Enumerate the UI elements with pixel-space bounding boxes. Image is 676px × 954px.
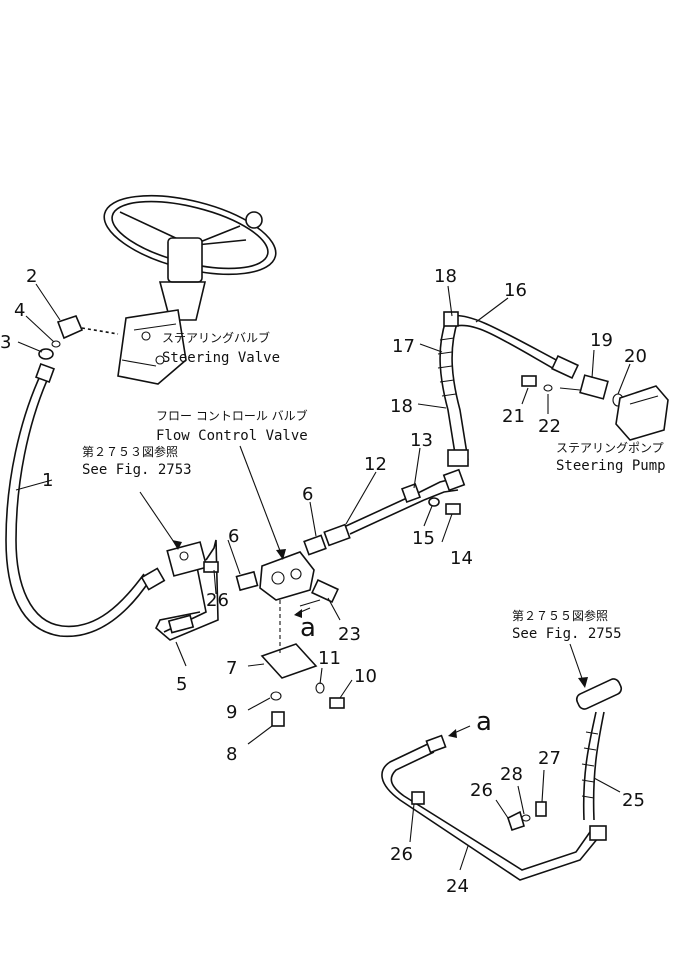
bolt-14-washer-15 <box>428 497 461 515</box>
callout-9: 9 <box>226 702 237 723</box>
callout-18-lower: 18 <box>390 396 413 417</box>
flow-control-valve <box>235 551 315 601</box>
callout-6-upper: 6 <box>302 484 313 505</box>
flow-control-label-en: Flow Control Valve <box>156 428 308 444</box>
callout-28: 28 <box>500 764 523 785</box>
callout-2: 2 <box>26 266 37 287</box>
see-2755-label-jp: 第２７５５図参照 <box>512 608 608 623</box>
hose-17 <box>437 319 469 492</box>
callout-26-upper: 26 <box>206 590 229 611</box>
callout-4: 4 <box>14 300 25 321</box>
hose-1 <box>5 363 166 638</box>
fittings-19-22 <box>521 374 624 407</box>
callout-26-lower-left: 26 <box>390 844 413 865</box>
callout-27: 27 <box>538 748 561 769</box>
connection-a-left: a <box>300 613 316 643</box>
callout-1: 1 <box>42 470 53 491</box>
callout-7: 7 <box>226 658 237 679</box>
steering-valve-label-jp: ステアリングバルブ <box>162 330 270 345</box>
junction-block <box>166 541 219 577</box>
tube-24 <box>381 734 607 881</box>
see-2753-label-jp: 第２７５３図参照 <box>82 444 178 459</box>
see-2753-label-en: See Fig. 2753 <box>82 462 192 478</box>
component-labels: ステアリングバルブ Steering Valve フロー コントロール バルブ … <box>82 330 666 642</box>
callout-22: 22 <box>538 416 561 437</box>
callout-10: 10 <box>354 666 377 687</box>
callout-6-lower: 6 <box>228 526 239 547</box>
callout-13: 13 <box>410 430 433 451</box>
callout-17: 17 <box>392 336 415 357</box>
callout-24: 24 <box>446 876 469 897</box>
callout-16: 16 <box>504 280 527 301</box>
steering-wheel <box>103 194 277 321</box>
callout-12: 12 <box>364 454 387 475</box>
steering-pump <box>615 385 669 441</box>
tube-5 <box>155 539 219 641</box>
callout-23: 23 <box>338 624 361 645</box>
steering-valve <box>117 309 187 385</box>
connection-a-right: a <box>476 707 492 737</box>
steering-pump-label-jp: ステアリングポンプ <box>556 441 664 455</box>
callout-18-upper: 18 <box>434 266 457 287</box>
callouts: 2 4 3 1 5 6 6 26 7 9 8 11 10 23 12 13 15… <box>0 266 647 897</box>
callout-11: 11 <box>318 648 341 669</box>
tube-12 <box>303 477 459 556</box>
fittings-26-27-28 <box>507 801 547 832</box>
callout-3: 3 <box>0 332 11 353</box>
steering-pump-label-en: Steering Pump <box>556 458 666 474</box>
callout-20: 20 <box>624 346 647 367</box>
bracket-7 <box>260 600 345 727</box>
leader-lines <box>15 283 631 871</box>
callout-8: 8 <box>226 744 237 765</box>
fittings-2-3-4 <box>38 315 119 360</box>
tube-16 <box>443 311 579 380</box>
callout-26-lower: 26 <box>470 780 493 801</box>
callout-5: 5 <box>176 674 187 695</box>
flow-control-label-jp: フロー コントロール バルブ <box>156 408 308 423</box>
callout-15: 15 <box>412 528 435 549</box>
hose-25 <box>575 678 623 821</box>
callout-14: 14 <box>450 548 473 569</box>
callout-21: 21 <box>502 406 525 427</box>
callout-25: 25 <box>622 790 645 811</box>
steering-valve-label-en: Steering Valve <box>162 350 280 366</box>
fitting-23 <box>299 578 339 607</box>
callout-19: 19 <box>590 330 613 351</box>
see-2755-label-en: See Fig. 2755 <box>512 626 622 642</box>
